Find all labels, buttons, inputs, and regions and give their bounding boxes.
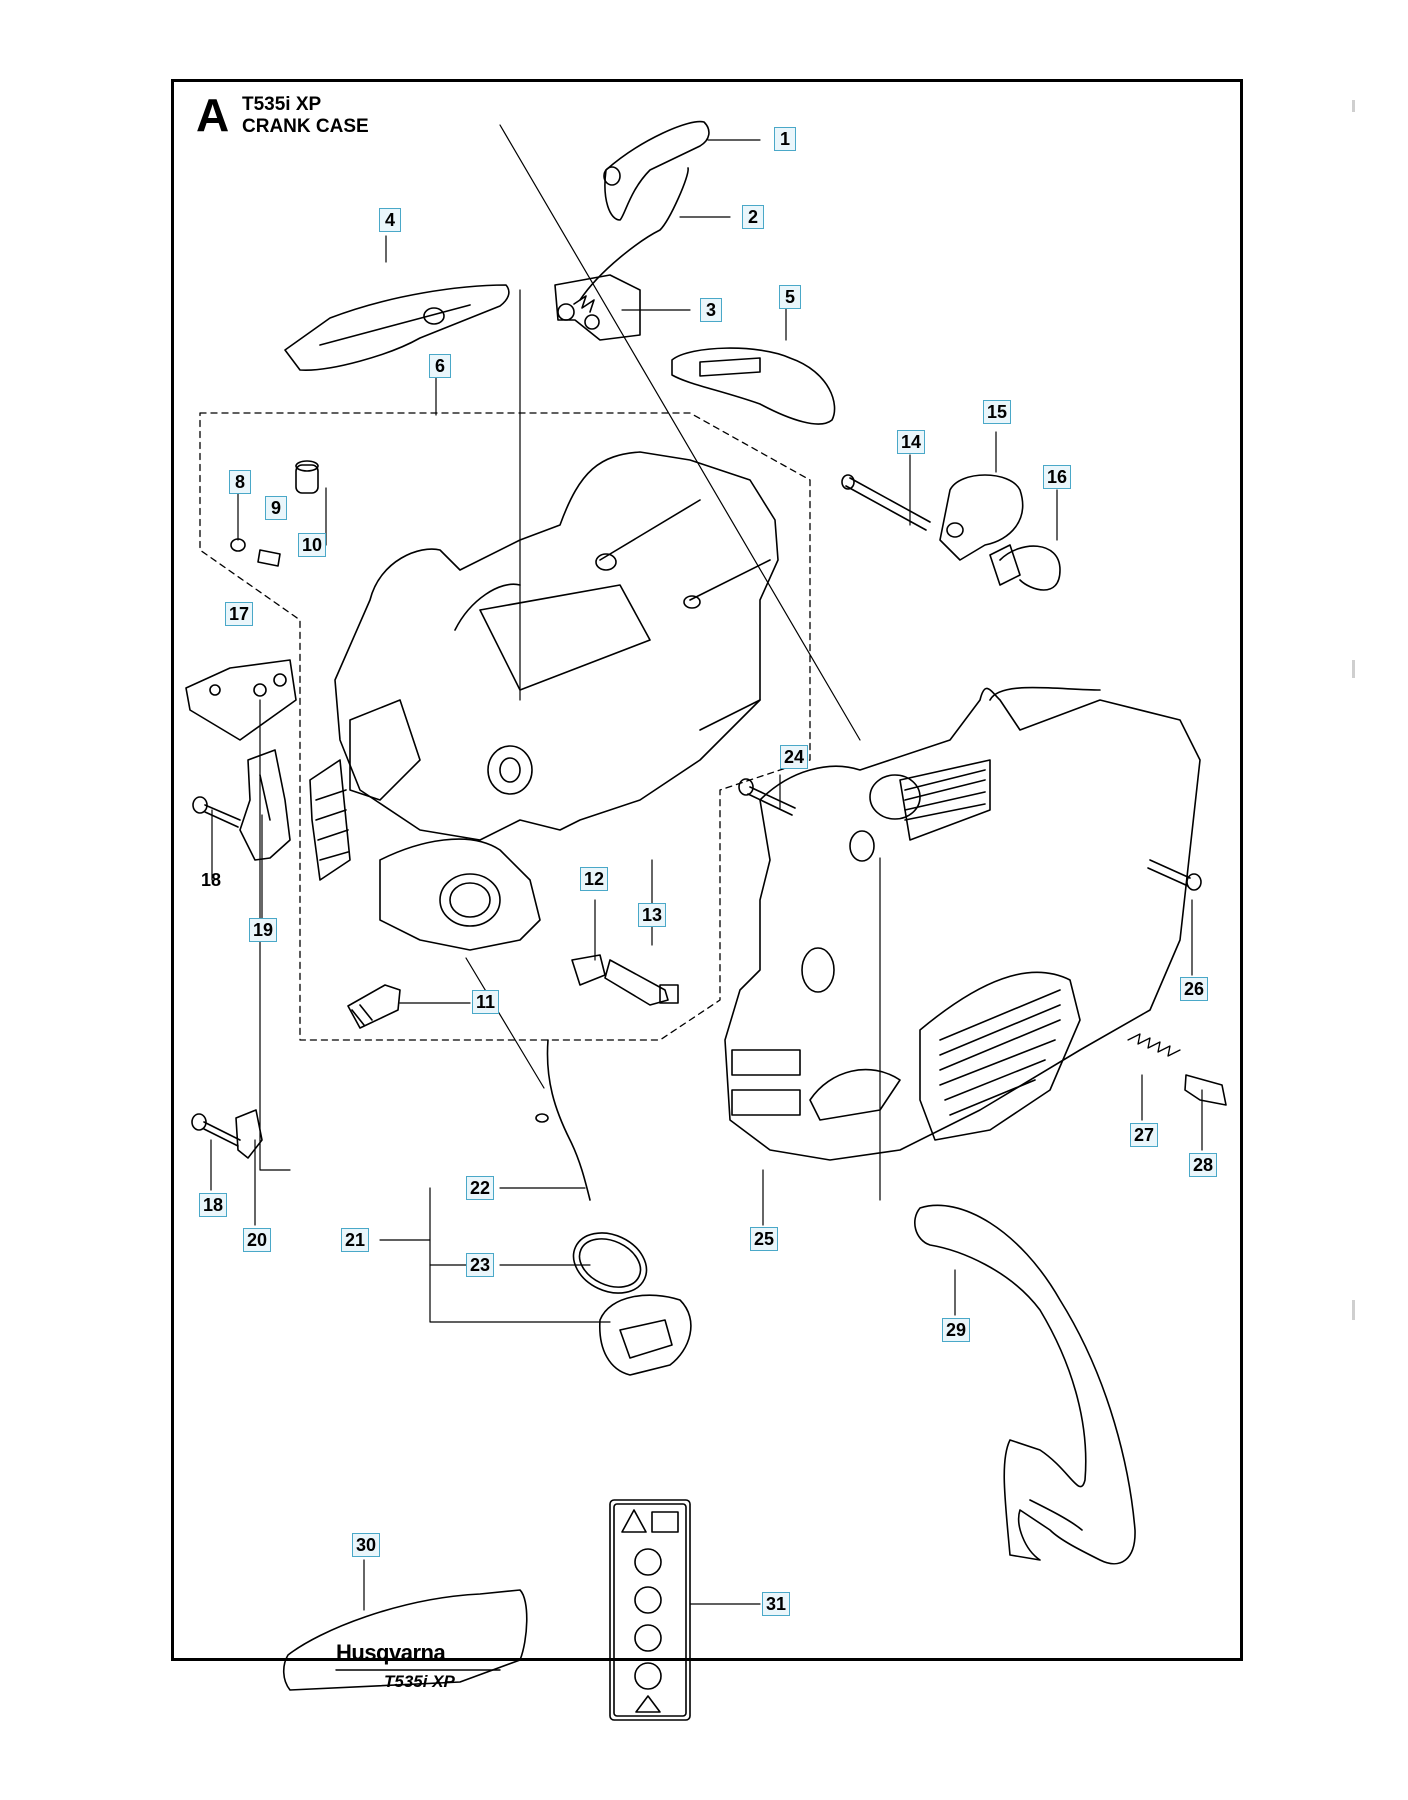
part-cover-5 (671, 347, 836, 425)
decal-brand: Husqvarna (336, 1640, 446, 1665)
callout-10: 10 (298, 533, 327, 557)
part-gasket-23 (572, 1232, 648, 1294)
part-bushing-10 (295, 460, 319, 494)
callout-12: 12 (580, 867, 609, 891)
callout-1: 1 (774, 127, 796, 151)
part-bumper-19 (239, 749, 291, 861)
callout-26: 26 (1180, 977, 1209, 1001)
callout-14: 14 (897, 430, 926, 454)
part-lever-3 (554, 274, 641, 341)
callout-20: 20 (243, 1228, 272, 1252)
callout-25: 25 (750, 1227, 779, 1251)
group-box-6 (199, 412, 811, 1041)
part-screw-14 (841, 474, 931, 531)
callout-18b: 18 (199, 1193, 228, 1217)
part-cap-21 (599, 1294, 692, 1376)
part-wire-16 (989, 544, 1061, 591)
part-plate-17 (185, 659, 297, 741)
part-screw-18b (191, 1113, 241, 1147)
part-warning-label-31 (609, 1499, 691, 1721)
leader-lines (210, 124, 1203, 1611)
part-bracket-15 (939, 474, 1024, 561)
scan-edge-mark (1352, 660, 1355, 678)
part-screw-26 (1147, 859, 1202, 891)
part-chain-brake-handle (603, 120, 710, 221)
callout-18a: 18 (201, 870, 222, 890)
diagram-frame (171, 79, 1243, 1661)
part-bumper-20 (235, 1109, 263, 1159)
model-title: T535i XP (242, 94, 322, 115)
callout-22: 22 (466, 1176, 495, 1200)
callout-15: 15 (983, 400, 1012, 424)
part-bolt-13 (604, 959, 679, 1006)
callout-29: 29 (942, 1318, 971, 1342)
part-cable-22 (535, 1039, 591, 1201)
part-spring-2 (573, 167, 689, 313)
callout-9: 9 (265, 496, 287, 520)
callout-11: 11 (472, 990, 500, 1014)
part-plug-8 (230, 538, 246, 552)
part-adjuster-11 (347, 984, 401, 1029)
callout-21: 21 (341, 1228, 370, 1252)
section-letter: A (196, 89, 230, 141)
part-screw-24 (738, 778, 796, 816)
callout-2: 2 (742, 205, 764, 229)
part-spring-27 (1127, 1033, 1181, 1057)
part-handle-housing-25 (724, 686, 1201, 1161)
callout-28: 28 (1189, 1153, 1218, 1177)
part-cover-4 (284, 284, 510, 371)
callout-27: 27 (1130, 1123, 1159, 1147)
decal-model: T535i XP (384, 1672, 455, 1691)
part-front-handle-29 (914, 1204, 1136, 1565)
callout-8: 8 (229, 470, 251, 494)
part-screw-9 (257, 549, 281, 567)
callout-13: 13 (638, 903, 667, 927)
part-clip-12 (571, 954, 606, 986)
callout-6: 6 (429, 354, 451, 378)
scan-edge-mark (1352, 1300, 1355, 1320)
callout-31: 31 (762, 1592, 791, 1616)
part-crankcase-6 (309, 451, 779, 951)
section-title: CRANK CASE (242, 116, 369, 137)
callout-24: 24 (780, 745, 809, 769)
part-pin-28 (1184, 1074, 1227, 1106)
callout-16: 16 (1043, 465, 1072, 489)
callout-5: 5 (779, 285, 801, 309)
callout-19: 19 (249, 918, 278, 942)
callout-30: 30 (352, 1533, 381, 1557)
callout-23: 23 (466, 1253, 495, 1277)
callout-3: 3 (700, 298, 722, 322)
part-decal-30 (282, 1589, 528, 1691)
callout-4: 4 (379, 208, 401, 232)
callout-17: 17 (225, 602, 254, 626)
scan-edge-mark (1352, 100, 1355, 112)
part-screw-18a (192, 796, 241, 828)
